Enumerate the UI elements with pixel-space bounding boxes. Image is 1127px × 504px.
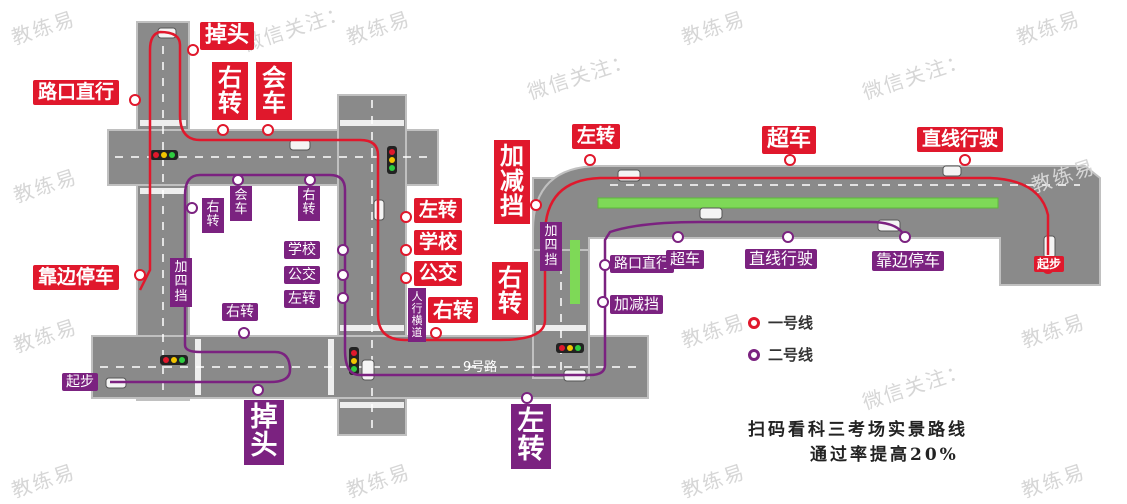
line1-left-turn-a-label: 左转	[414, 198, 463, 223]
line1-overtake-label: 超车	[762, 126, 817, 154]
line1-left-turn-b-label: 左转	[572, 124, 621, 149]
line1-uturn-label: 掉头	[200, 22, 255, 50]
line1-start-label: 起步	[1034, 256, 1065, 272]
line2-bus-label: 公交	[284, 266, 320, 284]
line1-school-label: 学校	[414, 230, 463, 255]
caption-line-2: 通过率提高20%	[810, 445, 959, 465]
route-line-2	[110, 173, 907, 384]
traffic-light-icon	[387, 146, 397, 174]
line2-pull-over-label: 靠边停车	[872, 251, 945, 271]
line2-left-turn-a-label: 左转	[284, 290, 320, 308]
line1-right-turn-c-label: 右转	[492, 262, 528, 321]
line2-shift-4th-label: 加四挡	[170, 258, 192, 307]
caption-line-1: 扫码看科三考场实景路线	[748, 420, 968, 440]
line2-right-turn-b-label: 右转	[202, 198, 224, 233]
traffic-light-icon	[160, 355, 188, 365]
line2-right-turn-c-label: 右转	[222, 303, 258, 321]
legend-item-line2: 二号线	[748, 344, 813, 365]
line2-go-straight-label: 路口直行	[610, 255, 674, 273]
road-name-label: 9号路	[463, 359, 497, 375]
traffic-light-icon	[150, 150, 178, 160]
line2-uturn-label: 掉头	[244, 400, 284, 465]
line2-crosswalk-label: 人行横道	[408, 288, 426, 343]
line2-accelerate-label: 加减挡	[610, 295, 664, 314]
line2-shift-4th-b-label: 加四挡	[540, 222, 562, 271]
line2-overtake-label: 超车	[666, 250, 705, 269]
line1-bus-label: 公交	[414, 261, 463, 286]
green-strip-vertical	[570, 240, 580, 304]
line1-go-straight-label: 路口直行	[33, 80, 120, 105]
line2-left-turn-b-label: 左转	[511, 404, 551, 469]
traffic-light-icon	[556, 343, 584, 353]
line2-straight-drive-label: 直线行驶	[745, 249, 818, 269]
line2-school-label: 学校	[284, 241, 320, 259]
line2-right-turn-a-label: 右转	[298, 186, 320, 221]
legend-line2-marker-icon	[748, 348, 760, 361]
line1-right-turn-label: 右转	[212, 62, 248, 121]
line2-start-label: 起步	[62, 373, 98, 391]
line1-pull-over-label: 靠边停车	[33, 265, 120, 290]
line2-meet-car-label: 会车	[230, 186, 252, 221]
green-median-strip	[597, 197, 999, 209]
legend-line1-marker-icon	[748, 316, 760, 329]
legend-item-line1: 一号线	[748, 312, 813, 333]
line1-right-turn-b-label: 右转	[428, 297, 478, 323]
legend-line2-label: 二号线	[768, 346, 814, 364]
line1-accelerate-label: 加减挡	[494, 140, 530, 224]
crosswalks	[140, 120, 586, 408]
route-line-1	[138, 30, 1050, 342]
route-line-2-pins	[186, 174, 911, 404]
traffic-light-icon	[349, 347, 359, 375]
line1-meet-car-label: 会车	[256, 62, 292, 121]
line1-straight-drive-label: 直线行驶	[917, 127, 1004, 152]
legend-line1-label: 一号线	[768, 314, 814, 332]
